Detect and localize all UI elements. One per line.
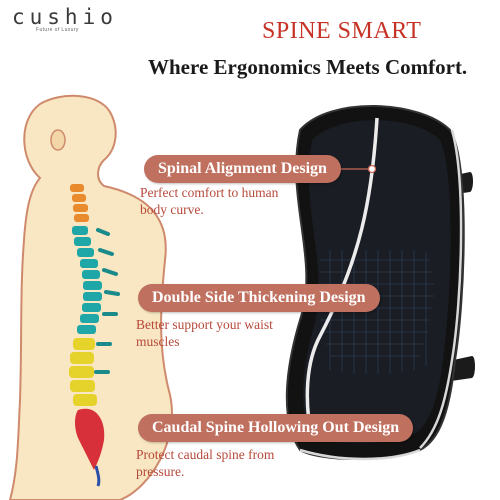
feature-title-caudal-spine: Caudal Spine Hollowing Out Design [138,414,414,442]
subheadline: Where Ergonomics Meets Comfort. [148,55,468,79]
feature-desc-double-side: Better support your waist muscles [136,317,273,349]
feature-desc-caudal-spine: Protect caudal spine from pressure. [136,447,275,479]
cushion-product-image [285,105,475,461]
brand-name: cushio [12,5,118,29]
brand-logo: cushio Future of Luxury [12,6,118,33]
feature-title-double-side: Double Side Thickening Design [138,284,380,312]
feature-title-spinal-alignment: Spinal Alignment Design [144,155,341,183]
headline: SPINE SMART [262,18,422,44]
spine-illustration [69,184,120,487]
brand-tagline: Future of Luxury [36,27,79,33]
feature-desc-spinal-alignment: Perfect comfort to human body curve. [140,185,279,217]
